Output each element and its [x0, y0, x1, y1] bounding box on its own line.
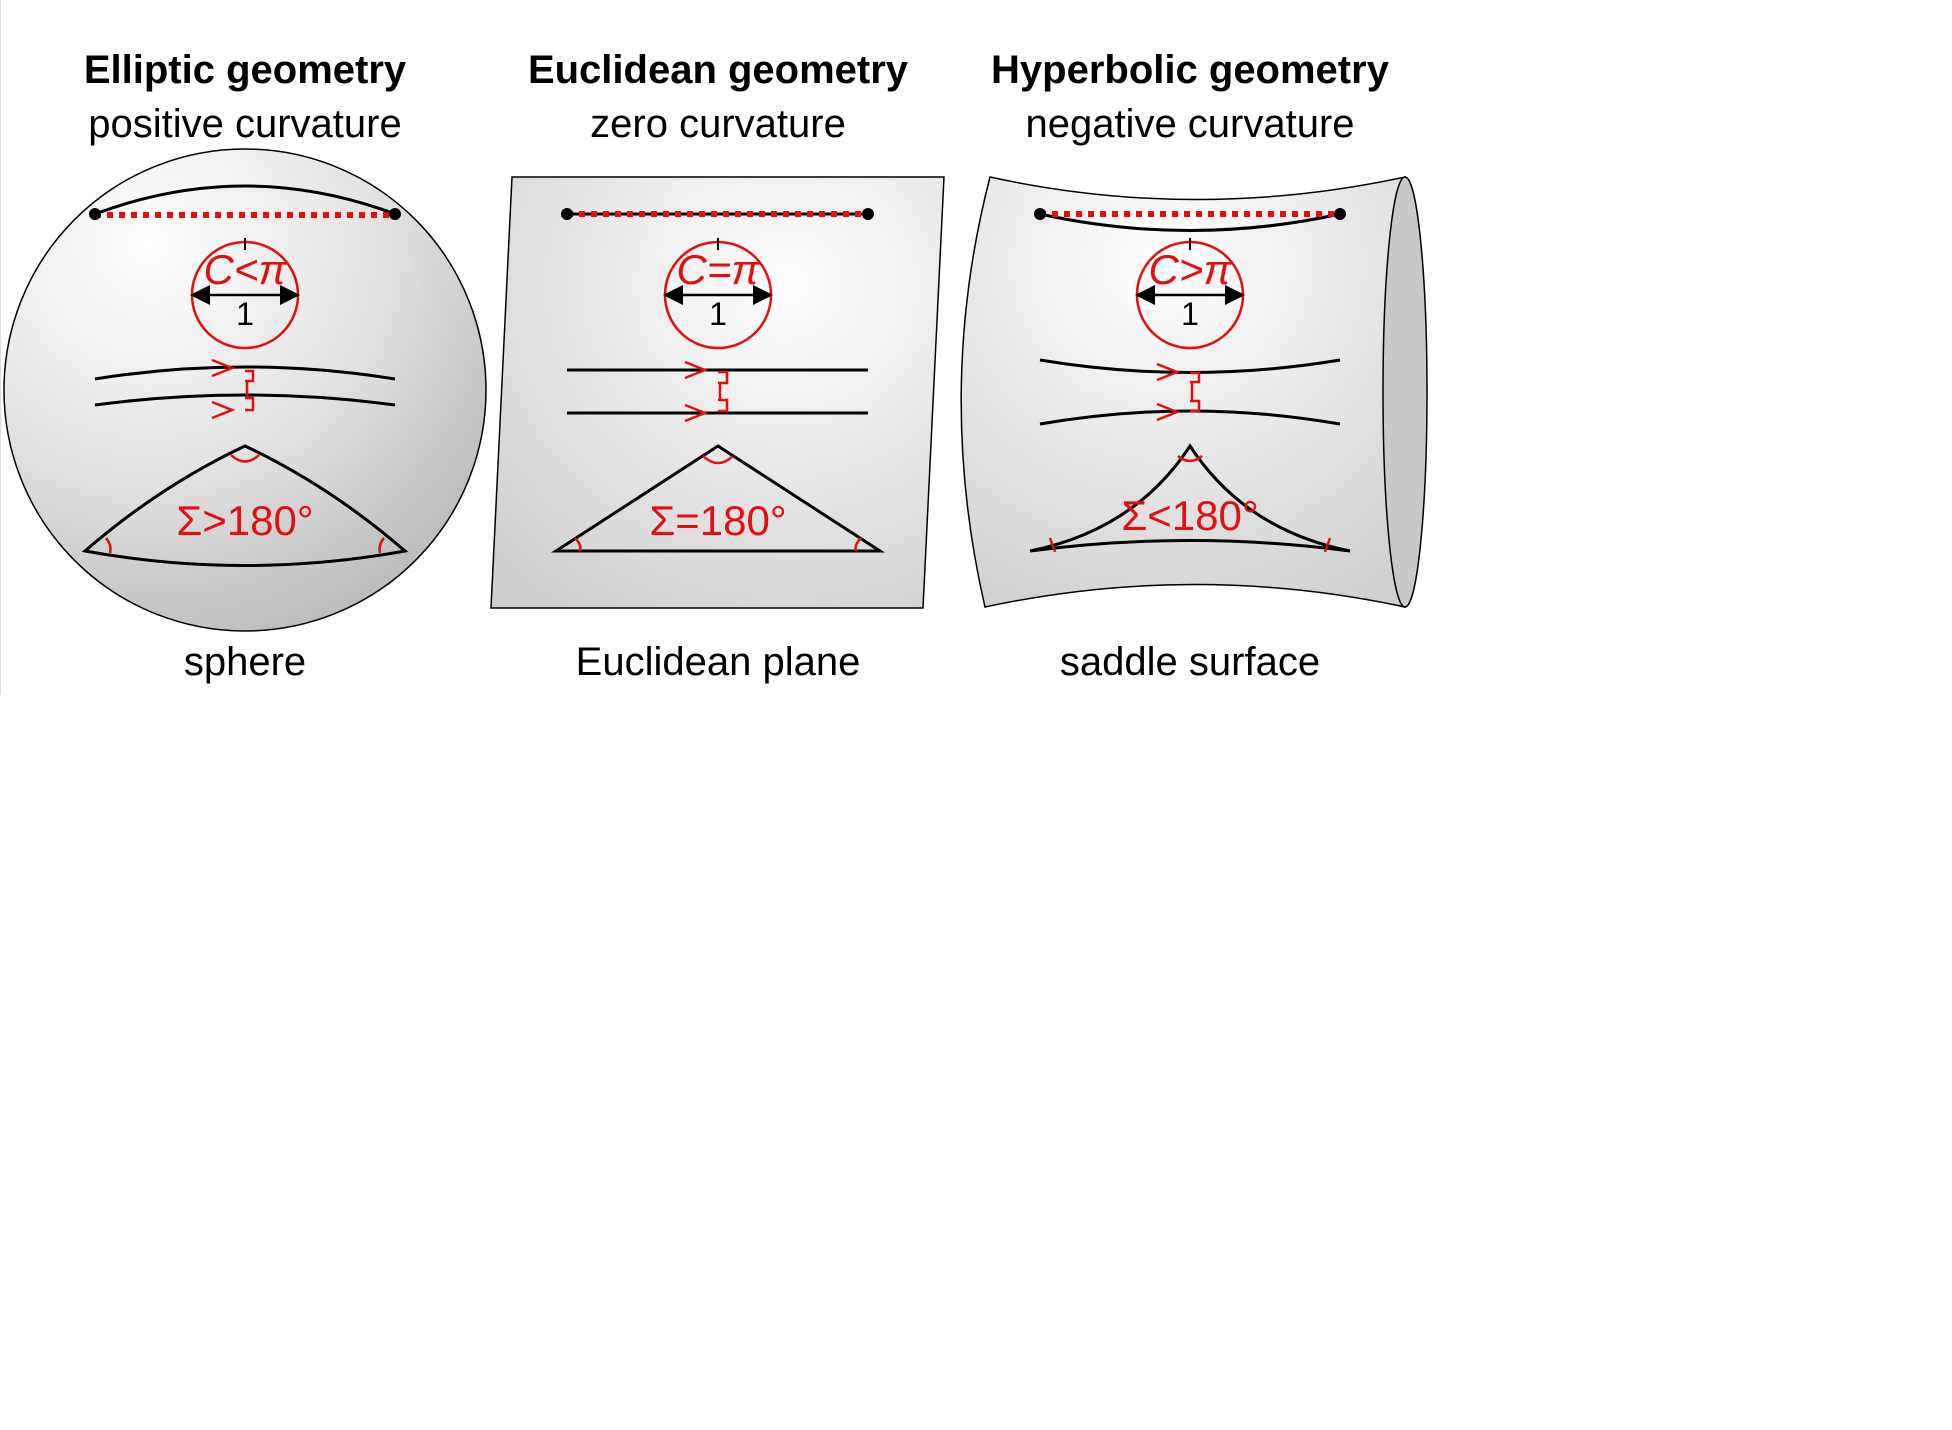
panel-subtitle: zero curvature — [590, 102, 846, 146]
unit-length-label: 1 — [1181, 296, 1199, 332]
unit-length-label: 1 — [236, 296, 254, 332]
surface-caption: saddle surface — [1060, 640, 1320, 684]
right-angle-marks — [718, 370, 729, 413]
angle-arc — [1177, 455, 1203, 463]
endpoint-dot — [561, 208, 573, 220]
circumference-label: C=π — [677, 246, 761, 293]
angle-arc — [378, 537, 385, 554]
left-edge-rule — [0, 0, 1, 695]
panel-title: Elliptic geometry — [84, 48, 407, 92]
endpoint-dot — [1334, 208, 1346, 220]
panel-title: Euclidean geometry — [528, 48, 909, 92]
direction-arrow — [1156, 402, 1181, 422]
saddle-surface — [960, 176, 1406, 608]
saddle-end-opening — [1382, 176, 1428, 608]
spherical-triangle — [81, 444, 409, 567]
panel-title: Hyperbolic geometry — [991, 48, 1390, 92]
panel-subtitle: positive curvature — [88, 102, 401, 146]
angle-arc — [702, 455, 734, 465]
direction-arrow — [684, 403, 709, 423]
direction-arrow — [684, 360, 709, 380]
direction-arrow — [211, 358, 236, 378]
angle-arc — [230, 454, 260, 463]
geodesic-arc — [1039, 212, 1341, 232]
panel-euclidean: Euclidean geometry zero curvature C=π 1 … — [490, 48, 945, 684]
endpoint-dot — [89, 208, 101, 220]
sphere-surface — [3, 148, 487, 632]
endpoint-dot — [389, 208, 401, 220]
direction-arrow — [211, 400, 236, 420]
right-angle-marks — [245, 369, 255, 412]
geodesic-line — [94, 365, 396, 381]
endpoint-dot — [862, 208, 874, 220]
geodesic-line — [94, 393, 396, 407]
circumference-label: C>π — [1149, 246, 1233, 293]
panel-subtitle: negative curvature — [1025, 102, 1354, 146]
geodesic-arc — [94, 184, 396, 216]
angle-arc — [1323, 537, 1332, 553]
hyperbolic-triangle — [1029, 443, 1351, 553]
angle-sum-label: Σ>180° — [176, 497, 313, 544]
angle-arc — [1048, 537, 1057, 553]
surface-caption: Euclidean plane — [576, 640, 861, 684]
angle-arc — [854, 537, 862, 552]
direction-arrow — [1156, 362, 1181, 382]
right-angle-marks — [1190, 371, 1201, 413]
circumference-label: C<π — [204, 246, 288, 293]
endpoint-dot — [1034, 208, 1046, 220]
surface-caption: sphere — [184, 640, 306, 684]
plane-surface — [490, 176, 945, 609]
euclidean-triangle — [550, 444, 886, 553]
angle-arc — [574, 537, 582, 552]
panel-elliptic: Elliptic geometry positive curvature C<π… — [3, 48, 487, 684]
angle-sum-label: Σ<180° — [1121, 492, 1258, 539]
unit-length-label: 1 — [709, 296, 727, 332]
angle-arc — [105, 537, 112, 554]
angle-sum-label: Σ=180° — [649, 497, 786, 544]
panel-hyperbolic: Hyperbolic geometry negative curvature C… — [960, 48, 1428, 684]
